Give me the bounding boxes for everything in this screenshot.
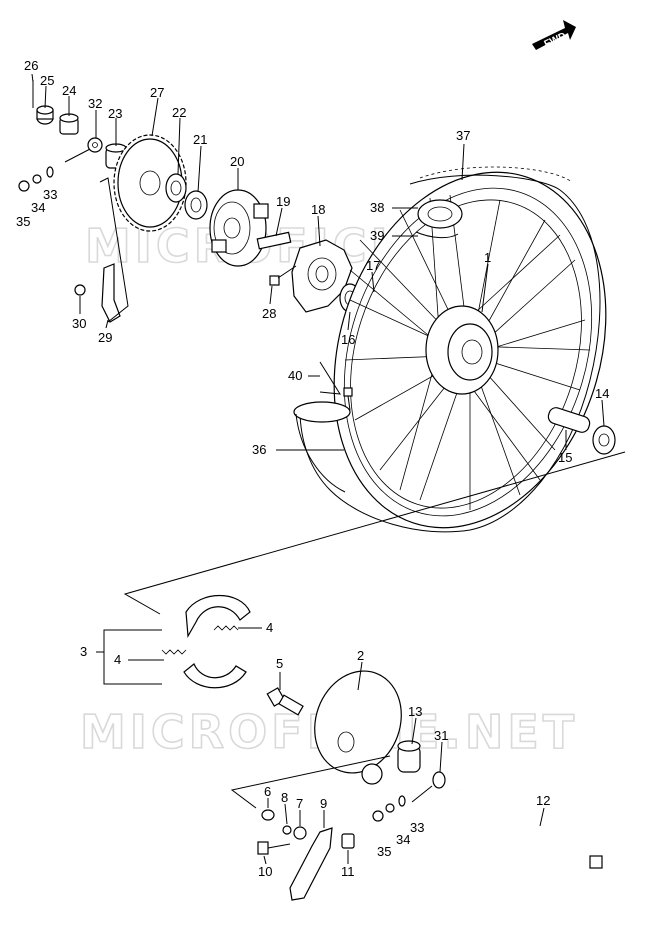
nut-part — [74, 284, 86, 296]
callout-25: 25 — [40, 73, 54, 88]
callout-27: 27 — [150, 85, 164, 100]
callout-15: 15 — [558, 450, 572, 465]
sleeve-part — [397, 740, 421, 773]
inner-tube-part — [417, 199, 463, 229]
bolt-part — [257, 841, 291, 855]
brake-panel-part — [314, 670, 402, 785]
callout-5: 5 — [276, 656, 283, 671]
callout-32: 32 — [88, 96, 102, 111]
adjuster-bolt-part — [64, 137, 103, 163]
nut-part — [341, 833, 355, 849]
wheel-hub-part — [425, 305, 499, 395]
clip-part — [293, 826, 307, 840]
callout-30: 30 — [72, 316, 86, 331]
callout-17: 17 — [366, 258, 380, 273]
callout-21: 21 — [193, 132, 207, 147]
callout-10: 10 — [258, 864, 272, 879]
tire-part — [299, 166, 601, 533]
callout-34: 34 — [31, 200, 45, 215]
bearing-part — [184, 190, 208, 220]
fwd-arrow-icon: FWD — [532, 20, 576, 50]
callout-12: 12 — [536, 793, 550, 808]
brake-spring-part — [161, 625, 239, 655]
callout-34-lower: 34 — [396, 832, 410, 847]
callout-35: 35 — [16, 214, 30, 229]
callout-39: 39 — [370, 228, 384, 243]
callout-2: 2 — [357, 648, 364, 663]
washer-part — [385, 803, 395, 813]
brake-cam-part — [266, 687, 304, 716]
callout-1: 1 — [484, 250, 491, 265]
callout-3: 3 — [80, 644, 87, 659]
callout-28: 28 — [262, 306, 276, 321]
spacer-part — [547, 407, 591, 433]
washer-part — [261, 809, 275, 821]
brake-cam-lever-part — [289, 827, 333, 901]
rear-sprocket-part — [113, 134, 187, 232]
callout-14: 14 — [595, 386, 609, 401]
callout-7: 7 — [296, 796, 303, 811]
callout-13: 13 — [408, 704, 422, 719]
sprocket-drum-part — [209, 189, 269, 267]
bolt-part — [269, 265, 297, 286]
drum-shaft-part — [256, 231, 292, 250]
callout-6: 6 — [264, 784, 271, 799]
callout-31: 31 — [434, 728, 448, 743]
fwd-label: FWD — [543, 31, 568, 51]
callout-33: 33 — [43, 187, 57, 202]
leader-lines — [31, 73, 605, 865]
callout-26: 26 — [24, 58, 38, 73]
callout-4a: 4 — [266, 620, 273, 635]
washer-part — [46, 166, 54, 178]
chain-adjuster-part — [411, 771, 446, 803]
callout-36: 36 — [252, 442, 266, 457]
washer-part — [398, 795, 406, 807]
bearing-part — [592, 425, 616, 455]
callout-40: 40 — [288, 368, 302, 383]
callout-38: 38 — [370, 200, 384, 215]
callout-labels: 26 25 24 32 23 27 22 21 20 35 34 33 19 1… — [16, 58, 609, 879]
rim-lock-part — [293, 401, 351, 493]
callout-23: 23 — [108, 106, 122, 121]
callout-22: 22 — [172, 105, 186, 120]
callout-29: 29 — [98, 330, 112, 345]
nut-part — [18, 180, 30, 192]
brake-shoe-part — [183, 594, 251, 689]
callout-8: 8 — [281, 790, 288, 805]
bearing-part — [165, 173, 187, 203]
valve-part — [343, 387, 353, 411]
collar-part — [59, 113, 79, 135]
washer-part — [282, 825, 292, 835]
callout-24: 24 — [62, 83, 76, 98]
wheel-damper-part — [291, 239, 353, 313]
chain-adjuster-plate-part — [101, 263, 121, 323]
callout-11: 11 — [341, 864, 355, 879]
callout-33-lower: 33 — [410, 820, 424, 835]
callout-19: 19 — [276, 194, 290, 209]
callout-18: 18 — [311, 202, 325, 217]
callout-4b: 4 — [114, 652, 121, 667]
callout-20: 20 — [230, 154, 244, 169]
nut-part — [372, 810, 384, 822]
callout-35-lower: 35 — [377, 844, 391, 859]
callout-37: 37 — [456, 128, 470, 143]
washer-part — [32, 174, 42, 184]
castle-nut-part — [36, 105, 54, 125]
callout-16: 16 — [341, 332, 355, 347]
callout-9: 9 — [320, 796, 327, 811]
rim-band-part — [415, 231, 459, 239]
rear-axle-part — [457, 788, 603, 869]
